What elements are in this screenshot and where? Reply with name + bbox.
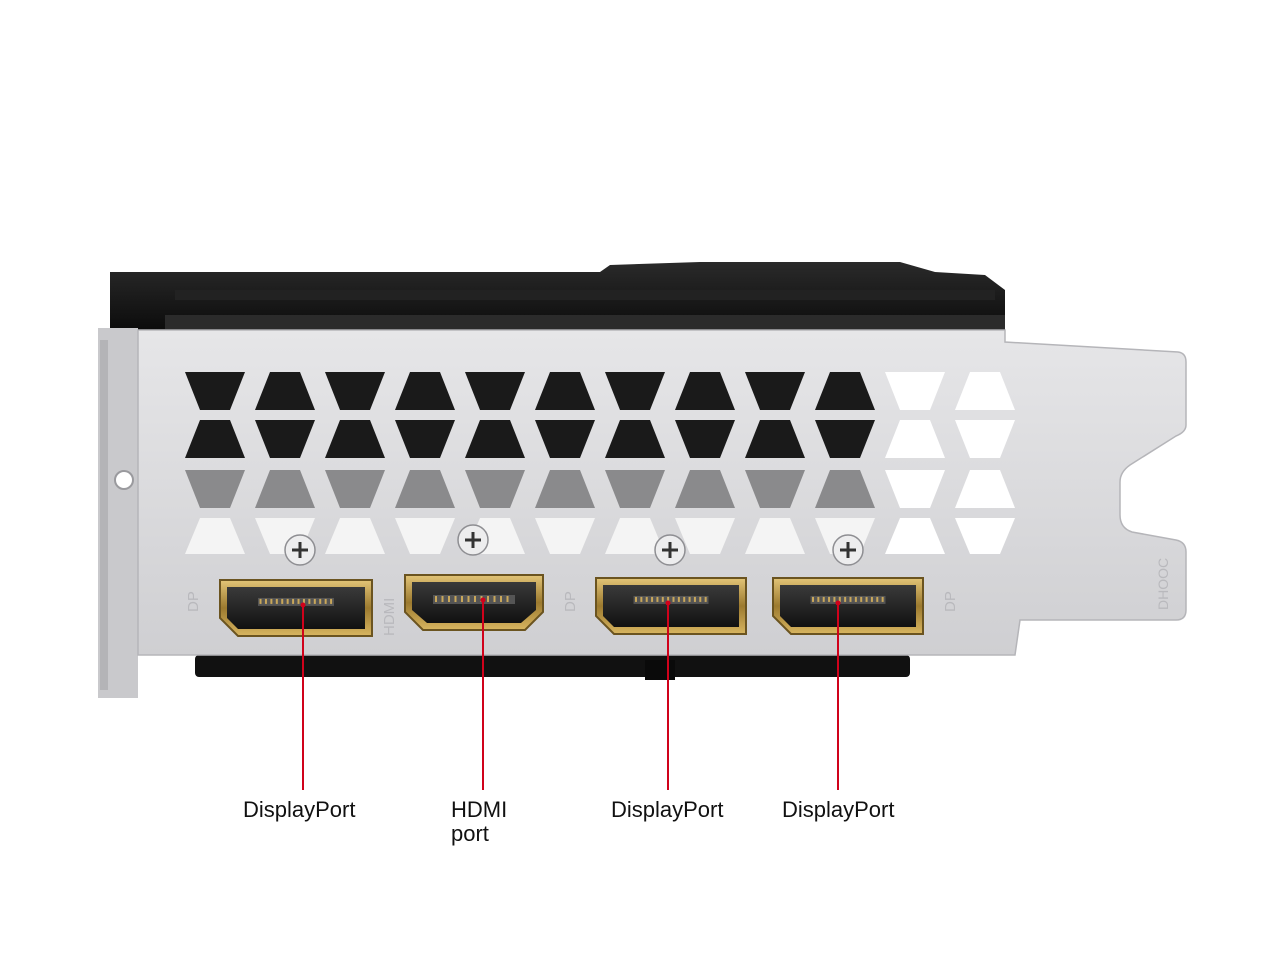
marking-port-2: HDMI — [381, 598, 398, 636]
vent-opening — [815, 420, 875, 458]
hdmi-connector — [404, 574, 544, 631]
io-bracket-plate — [137, 329, 1187, 656]
vent-opening — [745, 372, 805, 410]
vent-opening — [255, 372, 315, 410]
vent-opening — [325, 420, 385, 458]
vent-opening — [675, 470, 735, 508]
callout-text: DisplayPort — [243, 797, 356, 822]
leader-dot-4 — [835, 600, 841, 606]
displayport-connector-4 — [772, 577, 924, 635]
callout-text: DisplayPort — [611, 797, 724, 822]
vent-opening — [325, 372, 385, 410]
vent-opening — [325, 470, 385, 508]
screw-icon — [457, 524, 489, 556]
callout-label-displayport-1: DisplayPort — [243, 798, 355, 822]
vent-opening — [395, 470, 455, 508]
screw-icon — [284, 534, 316, 566]
displayport-connector-3 — [595, 577, 747, 635]
vent-opening — [815, 470, 875, 508]
vent-opening — [185, 372, 245, 410]
vent-opening — [605, 470, 665, 508]
displayport-connector-1 — [219, 579, 373, 637]
bracket-mounting-flange — [98, 328, 138, 698]
leader-dot-2 — [480, 597, 486, 603]
marking-edge: DHOOC — [1155, 558, 1171, 610]
screw-icon — [654, 534, 686, 566]
marking-port-1: DP — [185, 591, 202, 612]
vent-opening — [675, 420, 735, 458]
callout-label-hdmi: HDMI port — [451, 798, 507, 846]
vent-opening — [185, 518, 245, 554]
vent-opening — [675, 372, 735, 410]
vent-opening — [185, 470, 245, 508]
bracket-screws — [284, 524, 864, 566]
leader-lines — [300, 597, 841, 790]
vent-opening — [745, 518, 805, 554]
vent-opening — [395, 518, 455, 554]
vent-opening — [255, 420, 315, 458]
cooler-shroud — [110, 262, 1005, 330]
callout-text-line1: HDMI — [451, 797, 508, 822]
vent-opening — [395, 420, 455, 458]
vent-opening — [955, 518, 1015, 554]
callout-text: DisplayPort — [782, 797, 895, 822]
vent-opening — [885, 518, 945, 554]
vent-opening — [395, 372, 455, 410]
vent-opening — [255, 470, 315, 508]
vent-opening — [535, 372, 595, 410]
vent-opening — [815, 372, 875, 410]
vent-opening — [885, 372, 945, 410]
callout-label-displayport-4: DisplayPort — [782, 798, 894, 822]
vent-opening — [465, 470, 525, 508]
vent-opening — [325, 518, 385, 554]
vent-opening — [955, 470, 1015, 508]
vent-opening — [465, 420, 525, 458]
vent-opening — [605, 372, 665, 410]
leader-dot-1 — [300, 602, 306, 608]
vent-opening — [955, 372, 1015, 410]
vent-opening — [185, 420, 245, 458]
vent-opening — [605, 420, 665, 458]
screw-icon — [832, 534, 864, 566]
vent-opening — [535, 420, 595, 458]
vent-pattern — [185, 372, 1015, 554]
marking-port-4: DP — [942, 591, 959, 612]
vent-opening — [605, 518, 665, 554]
vent-opening — [535, 470, 595, 508]
vent-opening — [885, 470, 945, 508]
vent-opening — [745, 420, 805, 458]
callout-text-line2: port — [451, 821, 489, 846]
leader-dot-3 — [665, 600, 671, 606]
vent-opening — [745, 470, 805, 508]
vent-opening — [675, 518, 735, 554]
vent-opening — [955, 420, 1015, 458]
vent-opening — [535, 518, 595, 554]
vent-opening — [885, 420, 945, 458]
marking-port-3: DP — [562, 591, 579, 612]
callout-label-displayport-3: DisplayPort — [611, 798, 723, 822]
vent-opening — [465, 372, 525, 410]
